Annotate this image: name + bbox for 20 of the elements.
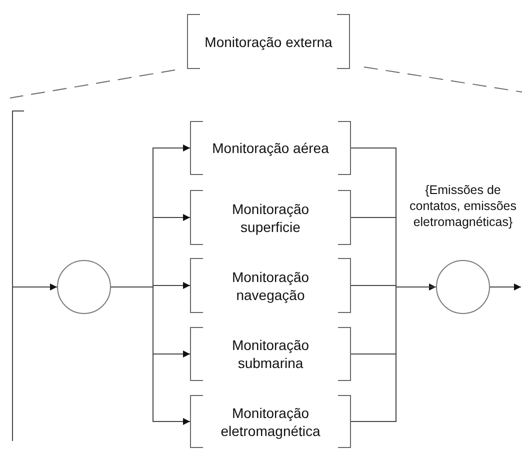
connector-arrow <box>490 284 522 290</box>
bracket-box <box>190 190 351 245</box>
connector-arrow <box>350 284 436 290</box>
bracket-box <box>187 14 350 69</box>
box-label: Monitoração eletromagnética <box>220 404 322 440</box>
connector-arrow <box>12 284 58 290</box>
box-label: Monitoração superficie <box>230 200 310 236</box>
circle-node <box>436 260 490 314</box>
connector-arrow <box>110 286 190 425</box>
bracket-box <box>190 395 351 448</box>
box-label: Monitoração submarina <box>230 336 310 372</box>
frame-bracket <box>11 110 25 441</box>
bracket-box <box>190 327 351 381</box>
box-label: Monitoração navegação <box>230 268 310 304</box>
bracket-box <box>190 121 351 175</box>
box-label: Monitoração externa <box>204 32 334 50</box>
circle-node <box>57 260 111 314</box>
box-label: Monitoração aérea <box>211 139 330 157</box>
emission-note: {Emissões de contatos, emissões eletromagnéticas} <box>407 182 519 230</box>
bracket-box <box>190 258 351 313</box>
